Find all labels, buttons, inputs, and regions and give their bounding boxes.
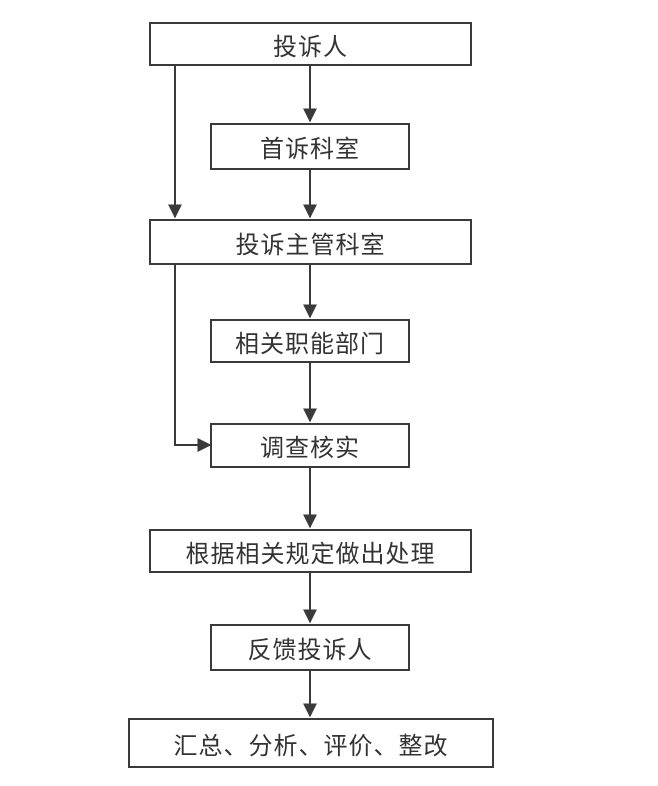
node-summary: 汇总、分析、评价、整改 — [128, 718, 494, 768]
arrow-supervising-to-investigation — [174, 265, 212, 452]
node-complainant: 投诉人 — [149, 22, 472, 66]
node-handling: 根据相关规定做出处理 — [149, 529, 472, 573]
node-first-department: 首诉科室 — [210, 123, 410, 170]
node-related-departments: 相关职能部门 — [210, 319, 410, 363]
node-feedback: 反馈投诉人 — [210, 624, 410, 671]
node-investigation: 调查核实 — [210, 423, 410, 468]
node-supervising-department: 投诉主管科室 — [149, 219, 472, 265]
